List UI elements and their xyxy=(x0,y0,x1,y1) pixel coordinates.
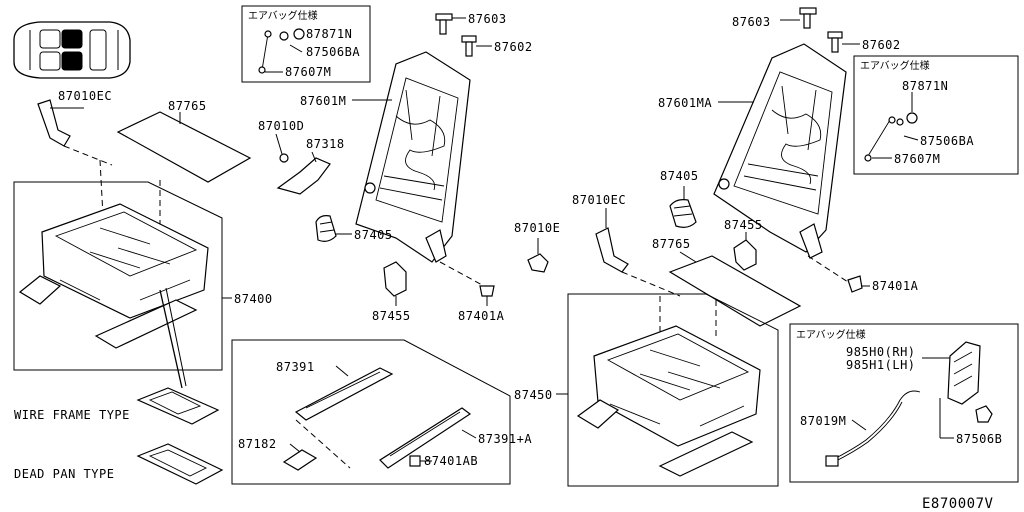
clip-87401a-left xyxy=(479,285,495,306)
part-87401a-right[interactable]: 87401A xyxy=(872,279,919,293)
pad-87765-right xyxy=(668,251,802,327)
airbag-spec-label-bottom: エアバッグ仕様 xyxy=(796,328,866,341)
diagram-code: E870007V xyxy=(922,496,994,512)
part-87871n-right[interactable]: 87871N xyxy=(902,79,948,93)
seat-back-frame-87601ma xyxy=(713,43,847,259)
airbag-spec-box-bottom-right: エアバッグ仕様 xyxy=(789,323,1019,483)
harness-87019m xyxy=(825,390,921,467)
bolt-87602-right xyxy=(827,31,860,53)
part-87765-right[interactable]: 87765 xyxy=(652,237,691,251)
seat-cushion-frame-87400 xyxy=(13,181,232,389)
bolt-87603-right xyxy=(780,7,817,29)
part-87010ec-right[interactable]: 87010EC xyxy=(572,193,626,207)
part-985h0-rh[interactable]: 985H0(RH) xyxy=(846,345,916,359)
vehicle-seat-location-icon xyxy=(13,21,131,79)
part-87455-right[interactable]: 87455 xyxy=(724,218,763,232)
part-87400[interactable]: 87400 xyxy=(234,292,273,306)
wire-frame-part xyxy=(136,387,220,425)
wire-frame-type-label: WIRE FRAME TYPE xyxy=(14,408,130,422)
part-87391[interactable]: 87391 xyxy=(276,360,315,374)
bracket-87182 xyxy=(282,443,318,471)
pad-87765-left xyxy=(116,111,252,183)
part-87401ab[interactable]: 87401AB xyxy=(424,454,478,468)
part-87450[interactable]: 87450 xyxy=(514,388,553,402)
clip-87401ab xyxy=(409,455,432,467)
nut-87506b xyxy=(939,398,993,439)
part-87182[interactable]: 87182 xyxy=(238,437,277,451)
part-87455-left[interactable]: 87455 xyxy=(372,309,411,323)
part-87405-right[interactable]: 87405 xyxy=(660,169,699,183)
part-87765-left[interactable]: 87765 xyxy=(168,99,207,113)
part-87607m-right[interactable]: 87607M xyxy=(894,152,940,166)
knob-87455-right xyxy=(733,232,757,271)
knob-87455-left xyxy=(383,261,407,306)
part-87405-left[interactable]: 87405 xyxy=(354,228,393,242)
bolt-87603-left xyxy=(435,13,466,35)
seat-back-frame-87601m xyxy=(355,51,471,263)
airbag-spec-label-right: エアバッグ仕様 xyxy=(860,59,930,72)
part-87010d[interactable]: 87010D xyxy=(258,119,304,133)
part-87871n-left[interactable]: 87871N xyxy=(306,27,352,41)
dead-pan-part xyxy=(136,443,224,485)
cover-87010ec-left xyxy=(37,99,84,147)
part-87602-left[interactable]: 87602 xyxy=(494,40,533,54)
rail-cover-group-box xyxy=(231,339,511,485)
part-87603-left[interactable]: 87603 xyxy=(468,12,507,26)
airbag-spec-box-right: エアバッグ仕様 xyxy=(853,55,1019,175)
screw-87010d xyxy=(275,133,289,163)
rail-cover-87391a xyxy=(379,407,477,469)
part-87019m[interactable]: 87019M xyxy=(800,414,846,428)
part-87401a-left[interactable]: 87401A xyxy=(458,309,505,323)
part-87506ba-left[interactable]: 87506BA xyxy=(306,45,360,59)
part-87391a[interactable]: 87391+A xyxy=(478,432,532,446)
part-87506b[interactable]: 87506B xyxy=(956,432,1002,446)
part-87010ec-left[interactable]: 87010EC xyxy=(58,89,112,103)
part-87506ba-right[interactable]: 87506BA xyxy=(920,134,974,148)
airbag-spec-box-left: エアバッグ仕様 87871N 87506BA 87607M xyxy=(241,5,371,83)
part-87602-right[interactable]: 87602 xyxy=(862,38,901,52)
part-87603-right[interactable]: 87603 xyxy=(732,15,771,29)
part-87318[interactable]: 87318 xyxy=(306,137,345,151)
clip-87401a-right xyxy=(847,275,870,293)
cover-87010ec-right xyxy=(595,208,629,273)
screw-87010e xyxy=(527,238,549,273)
part-985h1-lh[interactable]: 985H1(LH) xyxy=(846,358,916,372)
rail-cover-87391 xyxy=(294,365,394,421)
recliner-cover-87405-left xyxy=(315,215,352,242)
part-87607m-left[interactable]: 87607M xyxy=(285,65,331,79)
part-87010e[interactable]: 87010E xyxy=(514,221,560,235)
part-87601m[interactable]: 87601M xyxy=(300,94,346,108)
bolt-87602-left xyxy=(461,35,492,57)
bracket-87318 xyxy=(276,151,331,195)
airbag-module-985h xyxy=(947,341,981,405)
dead-pan-type-label: DEAD PAN TYPE xyxy=(14,467,114,481)
part-87601ma[interactable]: 87601MA xyxy=(658,96,712,110)
airbag-spec-label-left: エアバッグ仕様 xyxy=(248,9,318,22)
recliner-cover-87405-right xyxy=(669,186,697,228)
seat-cushion-frame-87450 xyxy=(556,293,779,487)
